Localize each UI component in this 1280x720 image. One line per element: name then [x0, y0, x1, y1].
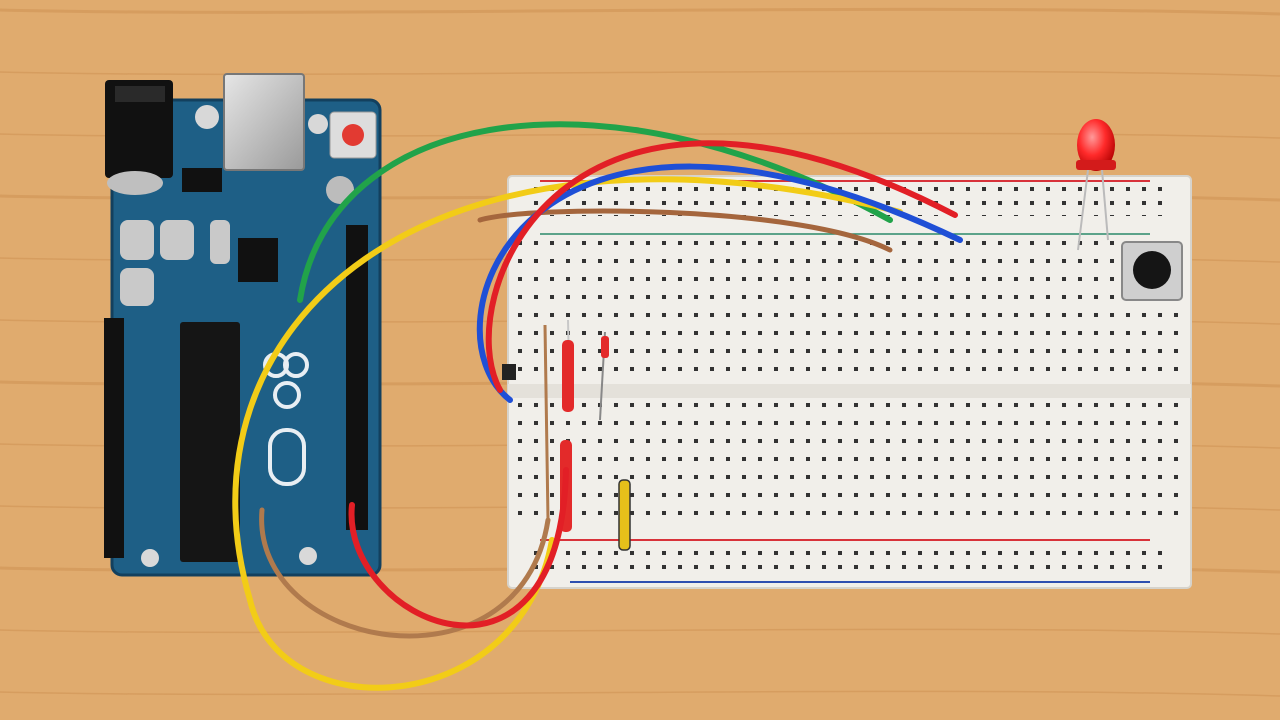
atmega-chip	[180, 322, 240, 562]
wire-yellow-upper	[232, 176, 903, 603]
wood-grain-line	[0, 690, 1280, 697]
usb-port-icon	[223, 73, 305, 171]
digital-header-left	[104, 318, 124, 558]
wire-brown-lower	[259, 507, 551, 639]
push-button-icon[interactable]	[1121, 241, 1183, 301]
wood-grain-line	[0, 70, 1280, 77]
components	[502, 319, 631, 551]
wire-red-upper	[485, 140, 958, 393]
digital-header-right	[346, 225, 368, 530]
wood-grain-line	[0, 628, 1280, 635]
wire-red-lower	[348, 467, 569, 629]
jumper-wires	[232, 121, 963, 691]
power-jack-icon	[105, 80, 173, 178]
wire-green	[297, 121, 893, 303]
led-icon	[1076, 119, 1116, 251]
arduino-board	[104, 73, 382, 577]
wood-grain-line	[0, 7, 1280, 16]
center-channel	[508, 384, 1191, 398]
wire-yellow-lower	[247, 537, 555, 691]
wire-brown	[477, 208, 893, 253]
